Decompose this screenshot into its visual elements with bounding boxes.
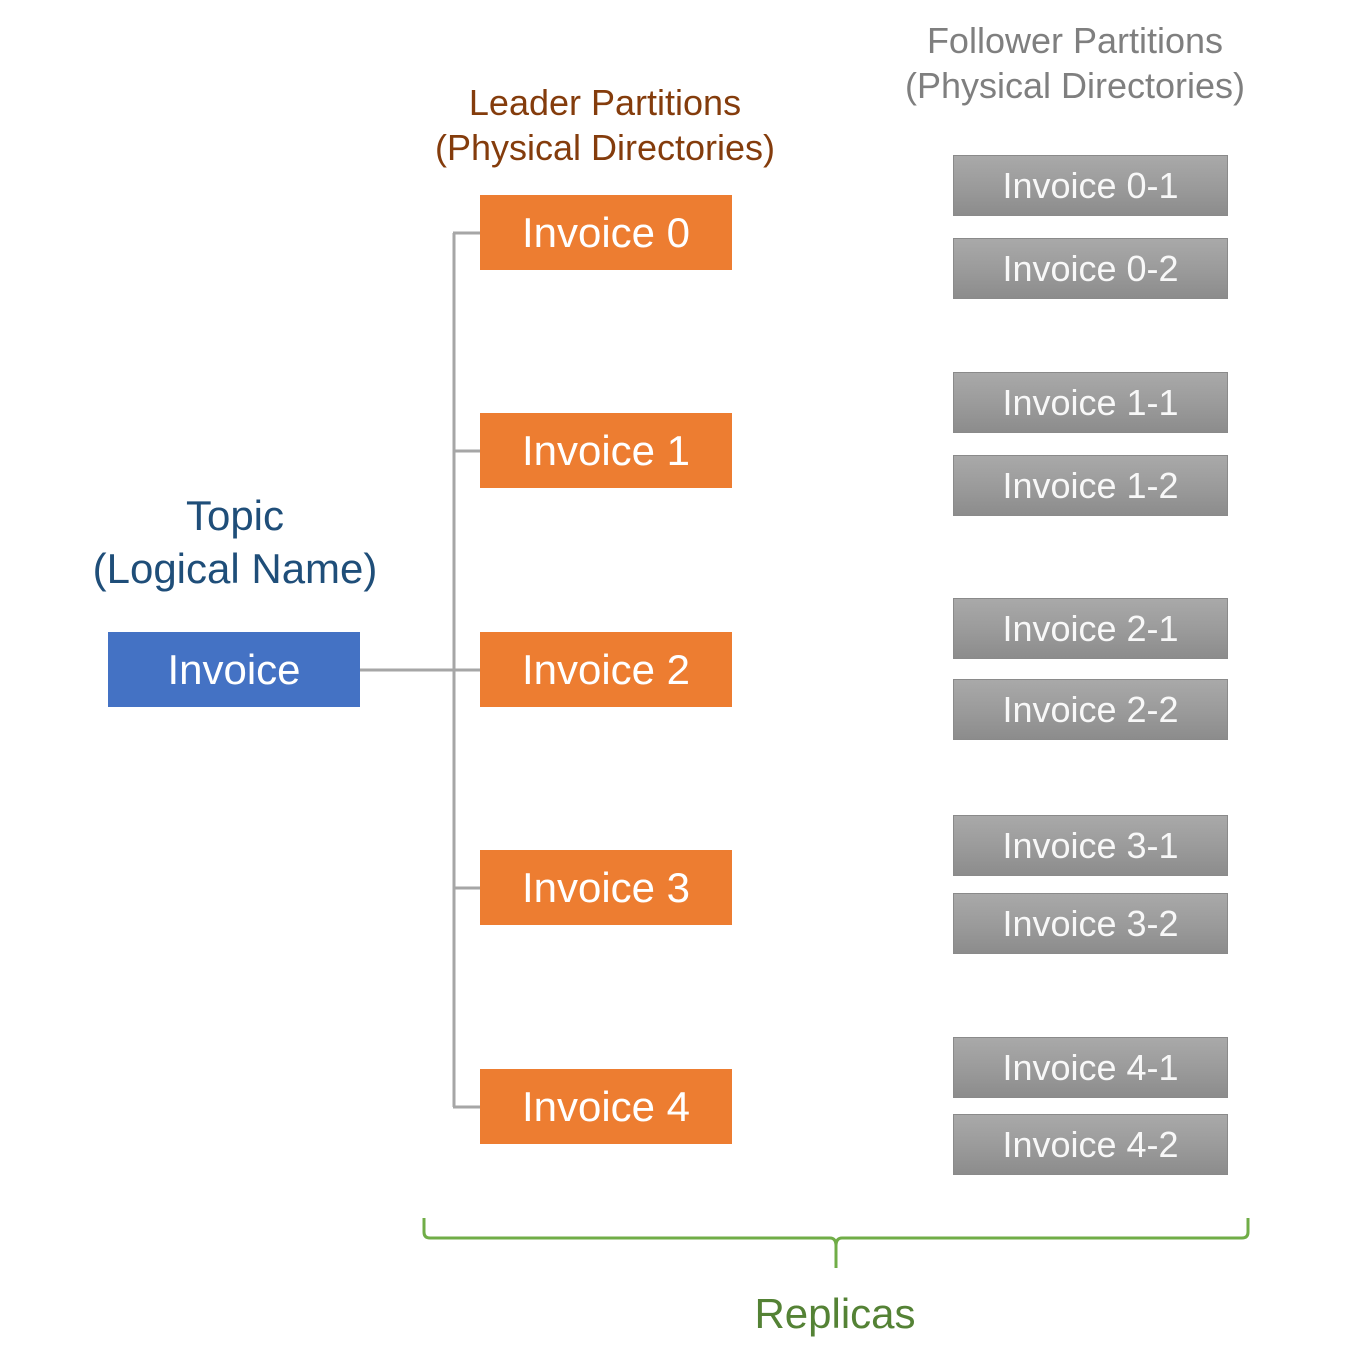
topic-heading-title: Topic — [185, 492, 285, 539]
follower-partition-3-2: Invoice 3-2 — [953, 893, 1228, 954]
replicas-label: Replicas — [754, 1290, 916, 1337]
leader-partition-1: Invoice 1 — [480, 413, 732, 488]
follower-partition-4-1: Invoice 4-1 — [953, 1037, 1228, 1098]
leader-partition-3: Invoice 3 — [480, 850, 732, 925]
leader-heading-subtitle: (Physical Directories) — [434, 127, 776, 168]
follower-partition-0-1: Invoice 0-1 — [953, 155, 1228, 216]
follower-heading-title: Follower Partitions — [926, 20, 1224, 61]
follower-partition-2-2: Invoice 2-2 — [953, 679, 1228, 740]
follower-partitions-heading: Follower Partitions (Physical Directorie… — [870, 18, 1280, 108]
follower-partition-0-2: Invoice 0-2 — [953, 238, 1228, 299]
topic-heading-subtitle: (Logical Name) — [92, 544, 378, 592]
topic-heading: Topic (Logical Name) — [60, 490, 410, 595]
follower-partition-4-2: Invoice 4-2 — [953, 1114, 1228, 1175]
follower-partition-3-1: Invoice 3-1 — [953, 815, 1228, 876]
follower-heading-subtitle: (Physical Directories) — [904, 65, 1246, 106]
leader-partition-4: Invoice 4 — [480, 1069, 732, 1144]
leader-partition-2: Invoice 2 — [480, 632, 732, 707]
leader-heading-title: Leader Partitions — [468, 82, 742, 123]
follower-partition-1-1: Invoice 1-1 — [953, 372, 1228, 433]
follower-partition-2-1: Invoice 2-1 — [953, 598, 1228, 659]
replicas-brace — [422, 1218, 1250, 1268]
topic-box: Invoice — [108, 632, 360, 707]
leader-partition-0: Invoice 0 — [480, 195, 732, 270]
leader-partitions-heading: Leader Partitions (Physical Directories) — [400, 80, 810, 170]
follower-partition-1-2: Invoice 1-2 — [953, 455, 1228, 516]
